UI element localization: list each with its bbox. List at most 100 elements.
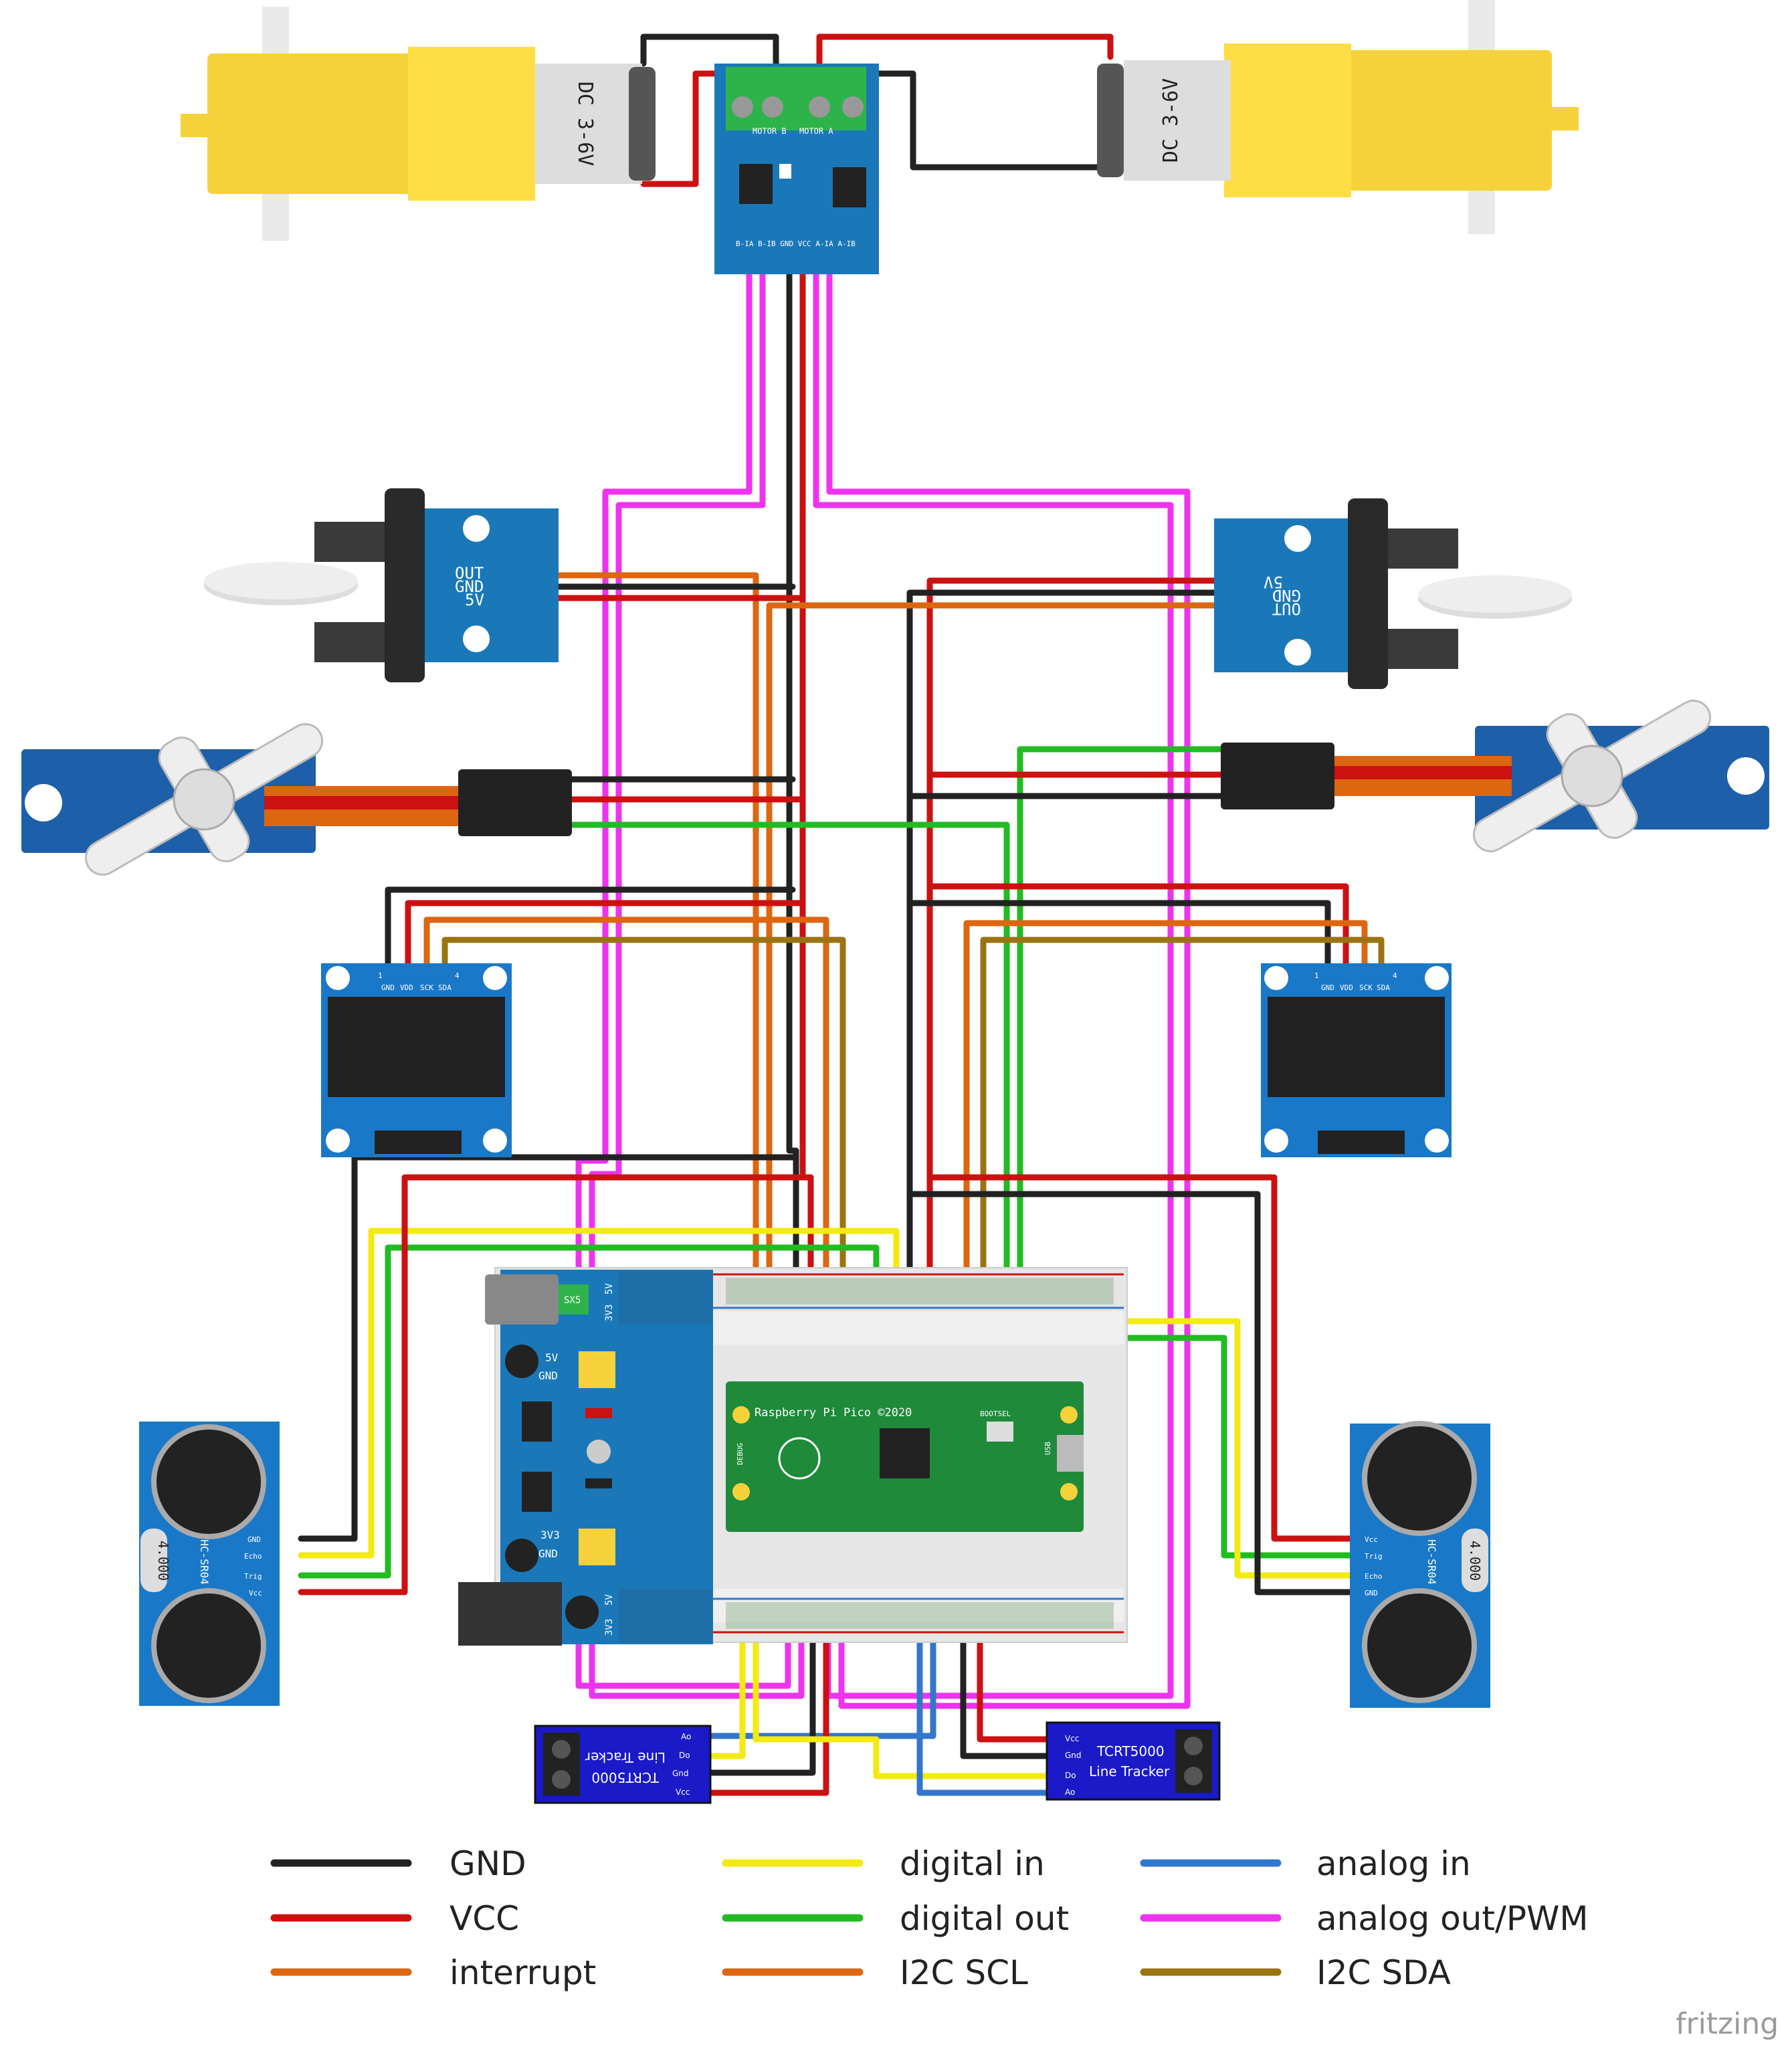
oled-left-pin-4: 4: [455, 971, 460, 980]
lt-left-line1: Line Tracker: [585, 1749, 666, 1765]
pico-debug: DEBUG: [736, 1443, 744, 1465]
encoder-right-pin-out: OUT: [1272, 599, 1301, 618]
fritzing-watermark: fritzing: [1676, 2007, 1779, 2041]
oled-left-pin-vdd: VDD: [400, 983, 413, 992]
power-mid-gnd-label: GND: [538, 1369, 558, 1382]
motor-driver: MOTOR B MOTOR A B-IA B-IB GND VCC A-IA A…: [714, 64, 879, 274]
lt-right-line1: TCRT5000: [1096, 1743, 1165, 1759]
wire-driver-aib: [826, 258, 1191, 1709]
oled-right-pin-1: 1: [1314, 971, 1319, 980]
us-right-crystal: 4.000: [1467, 1541, 1483, 1581]
lt-left-line2: TCRT5000: [591, 1769, 660, 1785]
power-bot-3v3-label: 3V3: [604, 1619, 615, 1636]
power-top-5v-label: 5V: [604, 1283, 615, 1294]
wire-oled-left-gnd: [385, 886, 796, 980]
us-left-pin-vcc: Vcc: [249, 1589, 262, 1597]
us-left-pin-trig: Trig: [244, 1572, 262, 1581]
servo-right: [1221, 700, 1769, 852]
wire-oled-right-sda: [980, 937, 1385, 1388]
driver-motor-a-label: MOTOR A: [799, 126, 833, 136]
wire-oled-right-vdd: [930, 883, 1349, 980]
lt-left-pin-do: Do: [679, 1751, 690, 1760]
encoder-left-pin-gnd: GND: [455, 577, 484, 596]
wire-servo-left-sig: [562, 821, 1010, 1388]
motor-left-label: DC 3-6V: [573, 82, 597, 166]
us-right-pin-trig: Trig: [1365, 1552, 1383, 1561]
wire-lt-left-gnd: [702, 1622, 816, 1776]
us-left-pin-echo: Echo: [244, 1552, 262, 1561]
motor-right-label: DC 3-6V: [1159, 78, 1183, 163]
ultrasonic-right: 4.000 HC-SR04 Vcc Trig Echo GND: [1350, 1421, 1490, 1708]
encoder-right: 5V GND OUT: [1214, 498, 1572, 689]
wire-motor-left-black: [640, 33, 779, 77]
wire-driver-gnd: [786, 258, 799, 1291]
lt-right-pin-vcc: Vcc: [1065, 1734, 1079, 1743]
power-mid-5v-label: 5V: [545, 1351, 559, 1364]
lt-right-pin-gnd: Gnd: [1065, 1751, 1082, 1760]
lt-left-pin-gnd: Gnd: [672, 1769, 689, 1778]
oled-left: 1 GND VDD SCK SDA 4: [321, 963, 512, 1157]
legend-label-digital_out: digital out: [900, 1899, 1069, 1938]
wire-enc-left-out: [532, 572, 759, 1388]
oled-right-pin-vdd: VDD: [1340, 983, 1353, 992]
us-right-pin-gnd: GND: [1365, 1589, 1378, 1597]
encoder-left-pin-5v: 5V: [465, 591, 484, 609]
oled-left-pin-sda: SDA: [438, 983, 452, 992]
wire-oled-right-gnd: [910, 900, 1331, 980]
us-left-crystal: 4.000: [155, 1541, 171, 1581]
lt-right-pin-ao: Ao: [1065, 1787, 1075, 1797]
motor-left: DC 3-6V: [181, 7, 656, 241]
legend-label-analog_in: analog in: [1316, 1844, 1471, 1883]
wire-enc-right-out: [766, 602, 1241, 1388]
legend-label-i2c_sda: I2C SDA: [1316, 1953, 1451, 1992]
line-tracker-right: TCRT5000 Line Tracker Vcc Gnd Do Ao: [1046, 1721, 1221, 1801]
wire-lt-right-vcc: [977, 1622, 1050, 1743]
wire-lt-left-vcc: [702, 1622, 829, 1796]
legend-label-pwm: analog out/PWM: [1316, 1899, 1589, 1938]
wire-oled-left-vdd: [405, 900, 806, 980]
wire-lt-right-gnd: [960, 1622, 1050, 1759]
wire-oled-left-sda: [441, 937, 846, 1388]
servo-left: [21, 723, 572, 876]
wire-us-left-gnd: [298, 1154, 796, 1542]
wire-us-right-vcc: [930, 1174, 1358, 1542]
wire-oled-left-sck: [423, 916, 829, 1388]
oled-left-pin-1: 1: [378, 971, 383, 980]
oled-right-pin-gnd: GND: [1321, 983, 1334, 992]
us-right-pin-echo: Echo: [1365, 1572, 1383, 1581]
lt-right-pin-do: Do: [1065, 1771, 1076, 1780]
raspberry-pi-pico: Raspberry Pi Pico ©2020 BOOTSEL DEBUG US…: [726, 1381, 1084, 1532]
legend-label-gnd: GND: [450, 1844, 526, 1883]
oled-right: 1 GND VDD SCK SDA 4: [1261, 963, 1452, 1157]
pico-bootsel: BOOTSEL: [980, 1409, 1011, 1418]
wire-oled-right-sck: [963, 920, 1368, 1388]
pico-usb: USB: [1043, 1442, 1052, 1455]
wire-us-left-vcc: [298, 1174, 806, 1595]
wire-us-right-gnd: [910, 1191, 1358, 1595]
oled-right-pin-sck: SCK: [1359, 983, 1373, 992]
motor-right: DC 3-6V: [1097, 0, 1579, 234]
wire-enc-right-5v: [926, 577, 1241, 1298]
pico-title: Raspberry Pi Pico ©2020: [755, 1406, 912, 1420]
wire-driver-vcc: [799, 258, 814, 1291]
power-chip-label: SX5: [564, 1295, 581, 1306]
oled-left-pin-gnd: GND: [381, 983, 395, 992]
lt-right-line2: Line Tracker: [1089, 1763, 1170, 1779]
power-bot-5v-label: 5V: [604, 1594, 615, 1605]
power-low-gnd-label: GND: [538, 1547, 558, 1560]
legend-label-i2c_scl: I2C SCL: [900, 1953, 1028, 1992]
oled-left-pin-sck: SCK: [420, 983, 433, 992]
wire-motor-right-red: [816, 33, 1114, 77]
us-left-pin-gnd: GND: [247, 1535, 261, 1544]
legend-label-interrupt: interrupt: [450, 1953, 596, 1992]
lt-left-pin-vcc: Vcc: [676, 1787, 690, 1797]
line-tracker-left: Line Tracker TCRT5000 Ao Do Gnd Vcc: [534, 1725, 712, 1804]
oled-right-pin-4: 4: [1393, 971, 1397, 980]
encoder-right-pin-gnd: GND: [1272, 586, 1301, 605]
ultrasonic-left: 4.000 HC-SR04 GND Echo Trig Vcc: [139, 1422, 280, 1706]
wire-motor-right-black: [856, 70, 1114, 171]
power-top-3v3-label: 3V3: [604, 1304, 615, 1321]
legend-label-vcc: VCC: [450, 1899, 519, 1938]
